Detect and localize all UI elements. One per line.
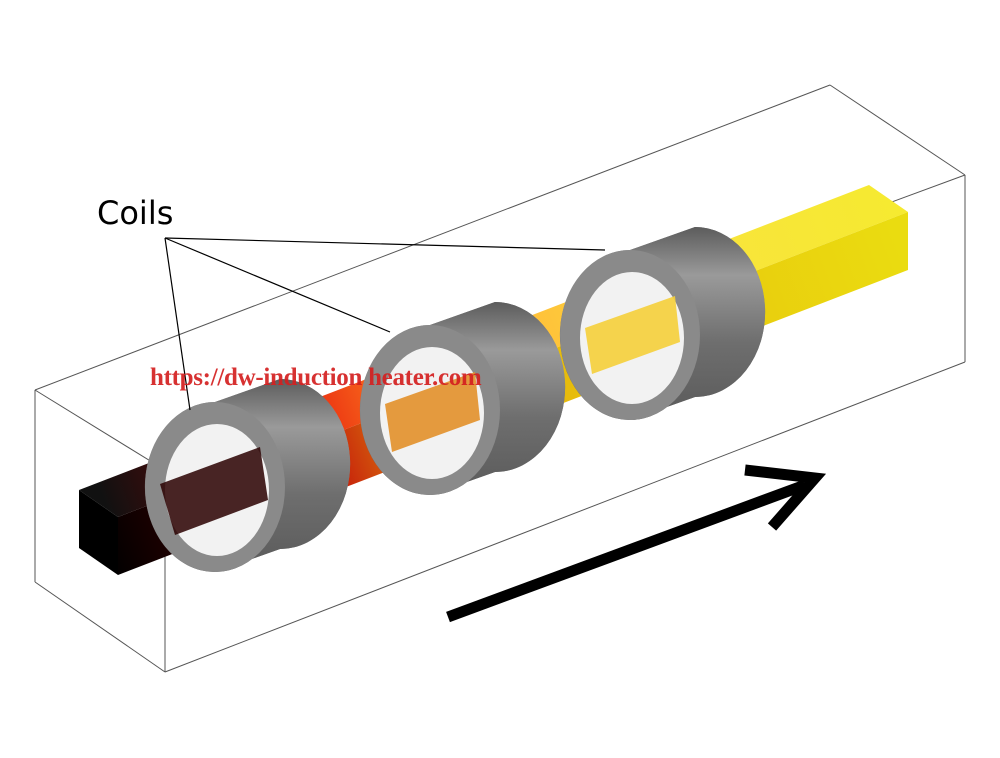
coils-label: Coils [97,194,174,232]
leader-lines [164,237,606,411]
motion-direction-arrow [446,464,827,623]
watermark: https://dw-induction heater.com [150,364,482,391]
